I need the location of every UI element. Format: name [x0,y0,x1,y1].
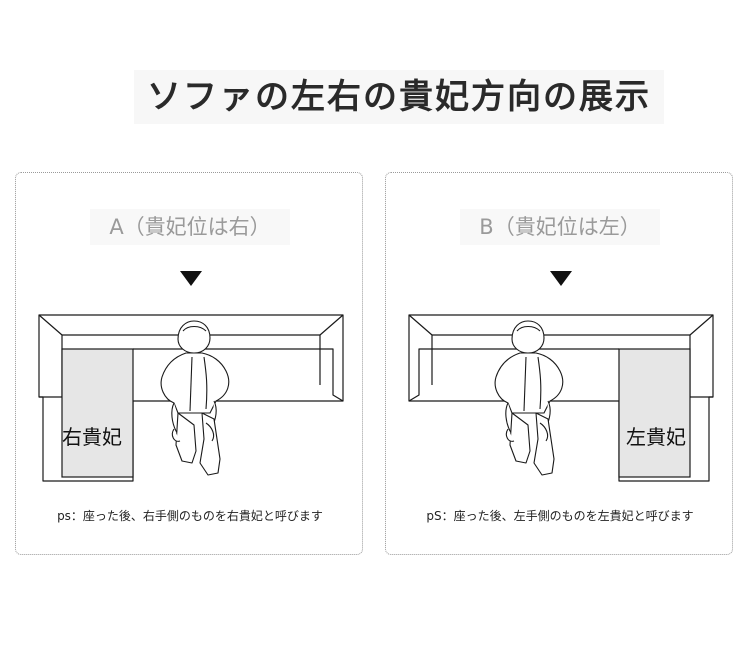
panel-heading: B（貴妃位は左） [460,209,660,245]
chaise-cushion [61,348,134,478]
panel-left-chaise: B（貴妃位は左） 左貴妃 [385,172,733,555]
chaise-label: 左貴妃 [626,425,686,449]
sofa-diagram-left-chaise: 左貴妃 [408,314,714,482]
panel-heading: A（貴妃位は右） [90,209,290,245]
panel-note: ps：座った後、右手側のものを右貴妃と呼びます [57,509,323,523]
panel-note: pS：座った後、左手側のものを左貴妃と呼びます [426,509,694,523]
sofa-diagram-right-chaise: 右貴妃 [38,314,344,482]
chaise-label: 右貴妃 [62,425,122,449]
person-icon [494,320,564,476]
down-arrow-icon [180,271,202,286]
down-arrow-icon [550,271,572,286]
person-icon [160,320,230,476]
panel-right-chaise: A（貴妃位は右） 右貴妃 [15,172,363,555]
chaise-cushion [618,348,691,478]
page-title: ソファの左右の貴妃方向の展示 [134,70,664,124]
